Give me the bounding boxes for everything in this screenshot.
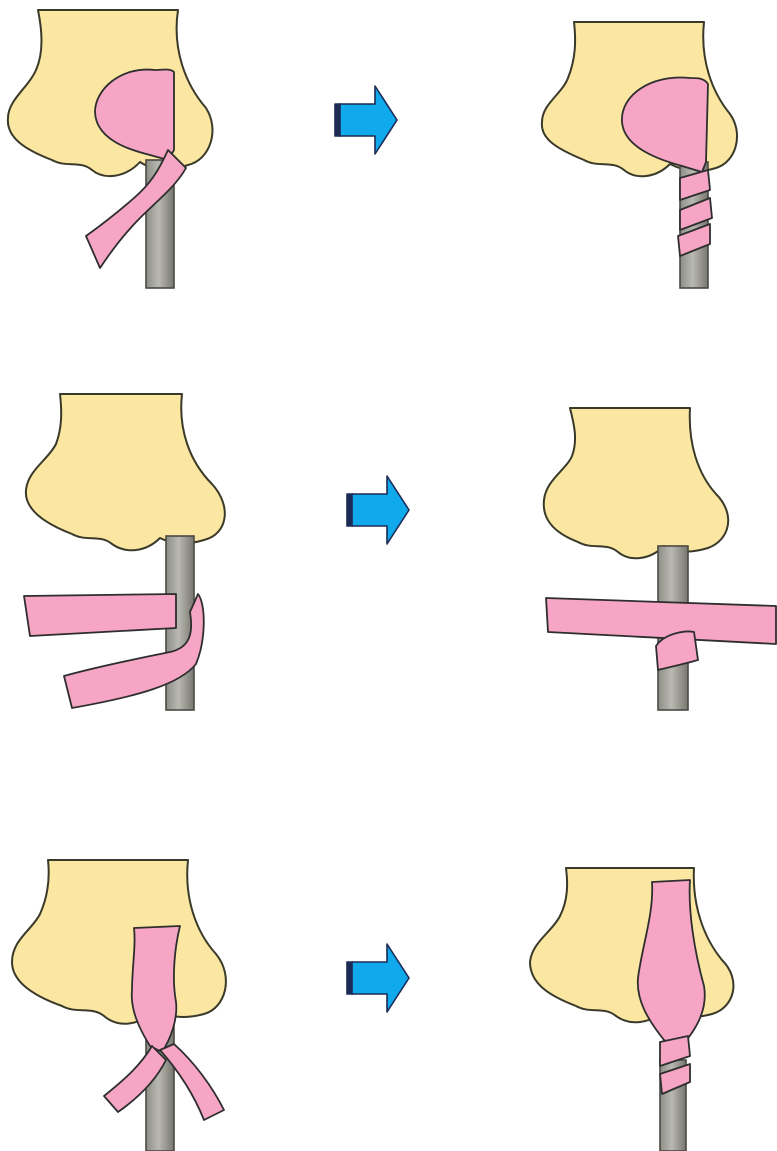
row-method-2 xyxy=(24,394,776,710)
panel-before-2 xyxy=(24,394,225,710)
panel-before-3 xyxy=(12,860,226,1151)
row-method-1 xyxy=(8,10,737,288)
nose xyxy=(544,408,728,558)
panel-before-1 xyxy=(8,10,213,288)
tape-wrap xyxy=(678,170,712,256)
row-method-3 xyxy=(12,860,733,1151)
right-arrow-icon xyxy=(347,944,409,1012)
tape-strip-upper xyxy=(24,594,176,636)
nose xyxy=(12,860,226,1024)
right-arrow-icon xyxy=(347,476,409,544)
nose xyxy=(26,394,225,550)
panel-after-3 xyxy=(530,868,733,1151)
panel-after-1 xyxy=(542,22,737,288)
tape-strip-horizontal xyxy=(546,598,776,644)
right-arrow-icon xyxy=(335,86,397,154)
panel-after-2 xyxy=(544,408,776,710)
